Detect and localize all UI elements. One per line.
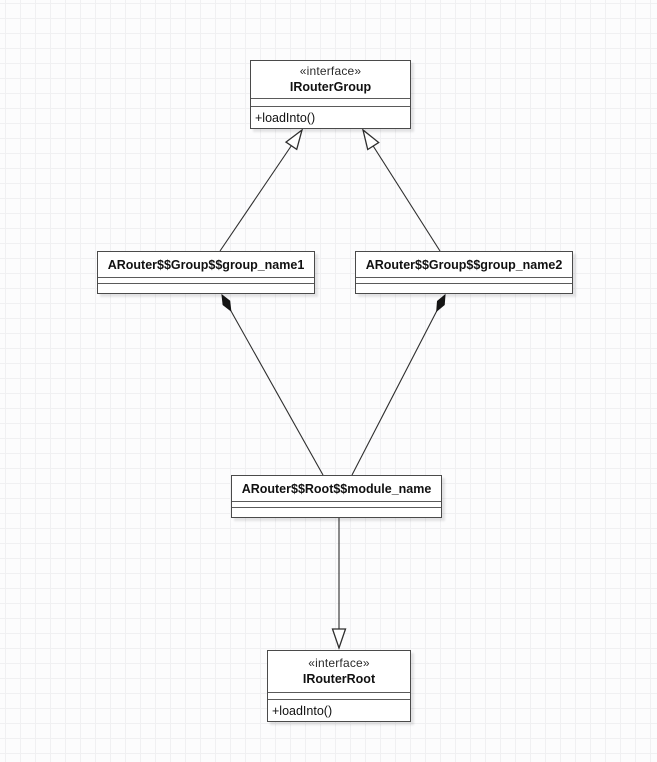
title-compartment: ARouter$$Group$$group_name2 [356,252,572,277]
title-compartment: «interface» IRouterGroup [251,61,410,98]
method-label: +loadInto() [272,703,333,718]
class-name: IRouterRoot [302,672,376,686]
title-compartment: «interface» IRouterRoot [268,651,410,692]
uml-class-irouterroot[interactable]: «interface» IRouterRoot +loadInto() [267,650,411,722]
methods-compartment [232,507,441,517]
edge-composition-module-to-group1[interactable] [222,295,324,476]
edge-realization-group1-to-iroutergroup[interactable] [219,130,302,252]
title-compartment: ARouter$$Group$$group_name1 [98,252,314,277]
edge-composition-module-to-group2[interactable] [351,295,445,476]
class-name: ARouter$$Group$$group_name1 [107,257,305,272]
method-label: +loadInto() [255,110,316,125]
methods-compartment: +loadInto() [268,699,410,721]
fields-compartment [356,277,572,283]
fields-compartment [98,277,314,283]
fields-compartment [251,98,410,106]
uml-class-group1[interactable]: ARouter$$Group$$group_name1 [97,251,315,294]
uml-class-group2[interactable]: ARouter$$Group$$group_name2 [355,251,573,294]
methods-compartment [98,283,314,293]
edge-realization-group2-to-iroutergroup[interactable] [363,130,441,252]
class-name: ARouter$$Group$$group_name2 [365,257,563,272]
uml-class-iroutergroup[interactable]: «interface» IRouterGroup +loadInto() [250,60,411,129]
fields-compartment [268,692,410,699]
uml-class-module-root[interactable]: ARouter$$Root$$module_name [231,475,442,518]
stereotype-label: «interface» [308,656,370,670]
methods-compartment: +loadInto() [251,106,410,128]
title-compartment: ARouter$$Root$$module_name [232,476,441,501]
class-name: ARouter$$Root$$module_name [241,481,432,496]
stereotype-label: «interface» [299,64,362,78]
class-name: IRouterGroup [289,80,372,94]
methods-compartment [356,283,572,293]
fields-compartment [232,501,441,507]
